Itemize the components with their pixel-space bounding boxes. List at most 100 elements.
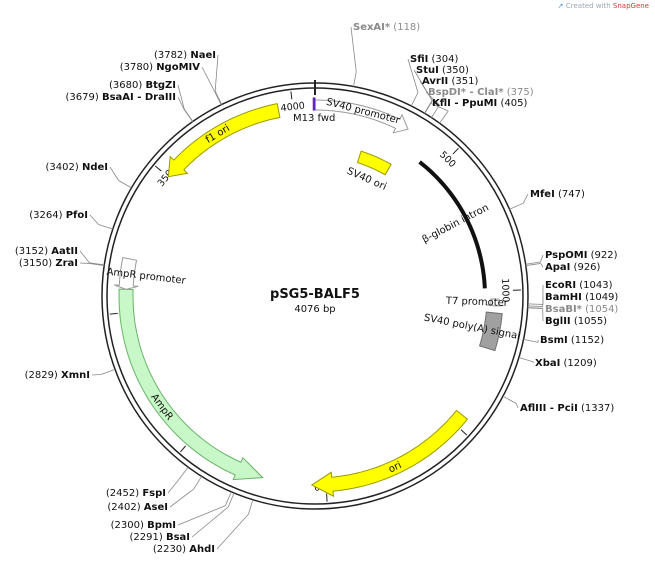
site-leader xyxy=(350,26,357,72)
site-leader xyxy=(429,102,449,112)
site-leader xyxy=(214,54,219,92)
site-bsaai-draiii[interactable]: (3679) BsaAI - DraIII xyxy=(66,92,193,122)
site-ngomiv[interactable]: (3780) NgoMIV xyxy=(120,62,222,105)
site-ahdi[interactable]: (2230) AhdI xyxy=(153,499,254,555)
site-leader xyxy=(439,110,449,124)
feature-ori[interactable]: ori xyxy=(310,409,469,498)
site-name: PspOMI xyxy=(545,250,587,261)
feature-shape xyxy=(478,311,503,352)
site-leader xyxy=(522,193,529,204)
feature-t7-promoter[interactable]: T7 promoter xyxy=(445,296,509,309)
site-pfoi[interactable]: (3264) PfoI xyxy=(29,210,113,230)
site-leader xyxy=(214,90,223,105)
site-leader xyxy=(525,263,541,266)
site-leader xyxy=(515,403,519,409)
site-leader xyxy=(177,505,226,526)
feature-ampr-promoter[interactable]: AmpR promoter xyxy=(106,257,187,290)
site-label: (2300) BpmI xyxy=(111,520,176,531)
site-name: AseI xyxy=(144,502,168,513)
site-btgzi[interactable]: (3680) BtgZI xyxy=(109,80,194,122)
feature-m13-fwd[interactable]: M13 fwd xyxy=(293,97,335,124)
site-bpmi[interactable]: (2300) BpmI xyxy=(111,491,232,531)
site-position: (3152) xyxy=(15,246,51,257)
site-pspomi[interactable]: PspOMI (922) xyxy=(525,250,618,265)
site-ndei[interactable]: (3402) NdeI xyxy=(46,162,132,189)
site-leader xyxy=(178,466,189,480)
site-leader xyxy=(118,180,132,189)
site-position: (304) xyxy=(428,54,458,65)
site-label: PspOMI (922) xyxy=(545,250,618,261)
site-bglii[interactable]: BglII (1055) xyxy=(527,307,608,327)
watermark-brand: SnapGene xyxy=(612,2,649,10)
site-position: (375) xyxy=(504,87,534,98)
site-leader xyxy=(89,263,105,266)
site-mfei[interactable]: MfeI (747) xyxy=(509,189,585,210)
feature-ampr[interactable]: AmpR xyxy=(118,288,264,481)
site-leader xyxy=(216,513,249,550)
feature-globin-intron[interactable]: β-globin intron xyxy=(418,160,491,289)
site-leader xyxy=(525,261,541,265)
site-label: BsmI (1152) xyxy=(540,335,604,346)
site-leader xyxy=(527,307,543,310)
site-xbai[interactable]: XbaI (1209) xyxy=(518,357,597,369)
site-sexai[interactable]: SexAI* (118) xyxy=(350,22,420,87)
site-leader xyxy=(502,395,517,404)
site-sfii[interactable]: SfiI (304) xyxy=(407,54,459,107)
site-bsai[interactable]: (2291) BsaI xyxy=(130,492,235,543)
site-position: (1209) xyxy=(560,358,597,369)
site-name: ApaI xyxy=(545,262,570,273)
site-asei[interactable]: (2402) AseI xyxy=(107,476,202,513)
site-bsabi[interactable]: BsaBI* (1054) xyxy=(527,304,619,315)
site-xmni[interactable]: (2829) XmnI xyxy=(25,368,116,381)
watermark-prefix: Created with xyxy=(565,2,613,10)
feature-sv40-ori[interactable]: SV40 ori xyxy=(345,150,392,193)
site-name: PfoI xyxy=(66,210,88,221)
site-label: BspDI* - ClaI* (375) xyxy=(428,87,534,98)
site-position: (2300) xyxy=(111,520,147,531)
site-name: BsaI xyxy=(166,532,190,543)
site-position: (926) xyxy=(570,262,600,273)
site-position: (2452) xyxy=(106,488,142,499)
site-position: (1054) xyxy=(582,304,619,315)
site-name: NgoMIV xyxy=(156,62,200,73)
site-zrai[interactable]: (3150) ZraI xyxy=(19,258,105,269)
tick-mark xyxy=(109,312,118,315)
site-position: (3680) xyxy=(109,80,145,91)
site-name: AvrII xyxy=(422,76,448,87)
site-kfli-ppumi[interactable]: KflI - PpuMI (405) xyxy=(429,98,527,124)
site-naei[interactable]: (3782) NaeI xyxy=(154,50,223,105)
site-leader xyxy=(540,254,544,263)
site-label: (2291) BsaI xyxy=(130,532,190,543)
site-afliii-pcii[interactable]: AflIII - PciI (1337) xyxy=(502,395,614,414)
site-name: BtgZI xyxy=(145,80,176,91)
site-name: AhdI xyxy=(189,544,215,555)
site-name: BsmI xyxy=(540,335,568,346)
site-label: BglII (1055) xyxy=(545,316,607,327)
site-leader xyxy=(214,91,222,105)
feature-sv40-poly-a-signal[interactable]: SV40 poly(A) signal xyxy=(423,311,521,352)
site-label: (3402) NdeI xyxy=(46,162,108,173)
site-avrii[interactable]: AvrII (351) xyxy=(419,76,478,114)
site-name: NaeI xyxy=(190,50,216,61)
site-position: (1055) xyxy=(571,316,608,327)
snapgene-watermark: ➚ Created with SnapGene xyxy=(558,2,649,10)
site-label: BsaBI* (1054) xyxy=(545,304,618,315)
site-aatii[interactable]: (3152) AatII xyxy=(15,246,105,266)
site-label: SexAI* (118) xyxy=(353,22,420,33)
site-apai[interactable]: ApaI (926) xyxy=(525,262,601,273)
site-leader xyxy=(91,374,101,376)
site-position: (922) xyxy=(587,250,617,261)
site-bspdi-clai[interactable]: BspDI* - ClaI* (375) xyxy=(425,87,534,118)
site-position: (3679) xyxy=(66,92,102,103)
feature-f1-ori[interactable]: f1 ori xyxy=(167,103,281,178)
site-label: ApaI (926) xyxy=(545,262,601,273)
site-leader xyxy=(167,478,180,494)
tick-mark xyxy=(452,147,459,155)
site-bsmi[interactable]: BsmI (1152) xyxy=(523,335,605,346)
site-label: SfiI (304) xyxy=(410,54,459,65)
site-bamhi[interactable]: BamHI (1049) xyxy=(527,292,619,307)
site-label: (3264) PfoI xyxy=(29,210,88,221)
site-position: (2291) xyxy=(130,532,166,543)
site-label: (2829) XmnI xyxy=(25,370,90,381)
site-fspi[interactable]: (2452) FspI xyxy=(106,466,189,499)
